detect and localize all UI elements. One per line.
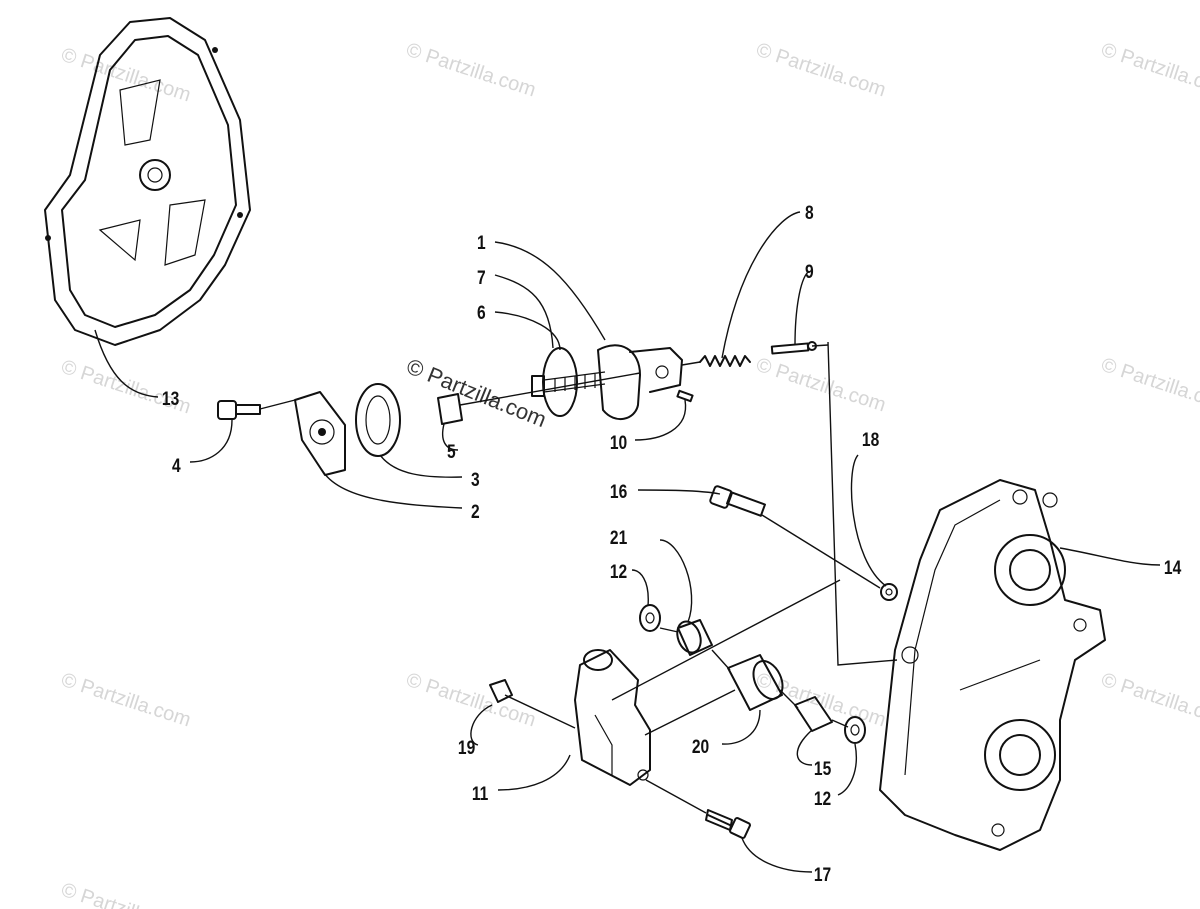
callout-2: 2 <box>471 501 480 523</box>
part-19-nut <box>489 679 513 703</box>
callout-3: 3 <box>471 469 480 491</box>
watermark: © Partzilla.com <box>753 354 888 417</box>
part-17-bolt <box>705 809 751 839</box>
callout-17: 17 <box>814 864 831 886</box>
part-20-sleeve <box>727 654 784 711</box>
watermark: © Partzilla.com <box>403 669 538 732</box>
part-2-plate <box>294 391 346 476</box>
part-3-ring <box>355 383 401 457</box>
callout-12-washer-b: 12 <box>814 788 831 810</box>
part-18-nut <box>880 583 898 601</box>
callout-6: 6 <box>477 302 486 324</box>
watermarks: © Partzilla.com © Partzilla.com © Partzi… <box>58 39 1200 909</box>
callout-12-washer-a: 12 <box>610 561 627 583</box>
callout-18: 18 <box>862 429 880 451</box>
part-16-bolt <box>709 485 766 517</box>
callout-4: 4 <box>172 455 181 477</box>
part-12-washer-a <box>639 604 661 632</box>
watermark: © Partzilla.com <box>58 879 193 909</box>
callout-5: 5 <box>447 441 456 463</box>
callout-13: 13 <box>162 388 180 410</box>
callout-9: 9 <box>805 261 814 283</box>
watermark: © Partzilla.com <box>58 44 193 107</box>
callout-20: 20 <box>692 736 709 758</box>
callout-labels: 1 2 3 4 5 6 7 8 9 10 11 12 12 13 14 15 1… <box>162 202 1182 886</box>
part-13-cover <box>44 17 251 346</box>
part-11-arm <box>574 649 651 786</box>
watermark: © Partzilla.com <box>1098 354 1200 417</box>
part-15-sleeve <box>794 696 833 732</box>
watermark: © Partzilla.com <box>753 39 888 102</box>
part-4-bolt <box>217 399 296 420</box>
callout-7: 7 <box>477 267 486 289</box>
callout-leaders <box>94 211 1161 873</box>
part-8-spring <box>681 355 751 367</box>
watermark: © Partzilla.com <box>58 669 193 732</box>
watermark: © Partzilla.com <box>403 39 538 102</box>
part-10-screw <box>676 389 694 403</box>
watermark: © Partzilla.com <box>1098 39 1200 102</box>
callout-8: 8 <box>805 202 814 224</box>
part-12-washer-b <box>844 716 866 744</box>
part-21-bushing <box>676 619 713 656</box>
watermark: © Partzilla.com <box>1098 669 1200 732</box>
callout-1: 1 <box>477 232 486 254</box>
callout-15: 15 <box>814 758 832 780</box>
part-5-cap <box>437 393 463 425</box>
callout-16: 16 <box>610 481 628 503</box>
part-7-ring <box>542 347 578 417</box>
part-1-housing <box>597 344 683 420</box>
assembly-lines <box>504 341 898 814</box>
callout-10: 10 <box>610 432 627 454</box>
callout-14: 14 <box>1164 557 1182 579</box>
part-14-case <box>879 479 1106 851</box>
part-9-pin <box>770 341 817 355</box>
callout-11: 11 <box>472 783 489 805</box>
callout-19: 19 <box>458 737 476 759</box>
callout-21: 21 <box>610 527 628 549</box>
